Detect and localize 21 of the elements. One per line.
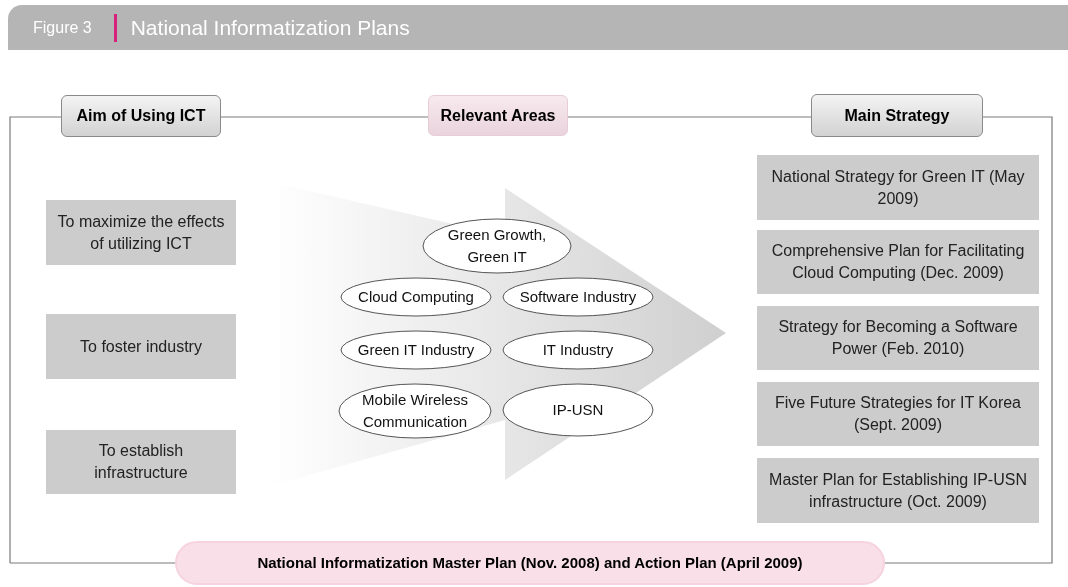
section-heading: Aim of Using ICT	[61, 95, 221, 137]
text-box: Strategy for Becoming a Software Power (Feb. 2010)	[757, 306, 1039, 370]
footer-banner: National Informatization Master Plan (Nov. 2008) and Action Plan (April 2009)	[175, 541, 885, 585]
area-ellipse: Green Growth, Green IT	[422, 218, 572, 274]
text-box: Comprehensive Plan for Facilitating Cloud Computing (Dec. 2009)	[757, 230, 1039, 294]
text-box: To foster industry	[46, 314, 236, 379]
text-box: Five Future Strategies for IT Korea (Sept. 2009)	[757, 382, 1039, 446]
area-ellipse: Green IT Industry	[340, 330, 492, 370]
section-heading: Main Strategy	[811, 94, 983, 137]
figure-number: Figure 3	[33, 17, 92, 38]
title: National Informatization Plans	[130, 14, 410, 41]
area-ellipse: Cloud Computing	[340, 277, 492, 317]
text-box: Master Plan for Establishing IP-USN infrastructure (Oct. 2009)	[757, 458, 1039, 523]
text-box: To establish infrastructure	[46, 430, 236, 494]
text-box: National Strategy for Green IT (May 2009)	[757, 155, 1039, 220]
area-ellipse: IP-USN	[502, 383, 654, 437]
area-ellipse: IT Industry	[502, 330, 654, 370]
area-ellipse: Software Industry	[502, 277, 654, 317]
section-heading: Relevant Areas	[428, 95, 568, 136]
area-ellipse: Mobile Wireless Communication	[338, 383, 492, 439]
text-box: To maximize the effects of utilizing ICT	[46, 200, 236, 265]
